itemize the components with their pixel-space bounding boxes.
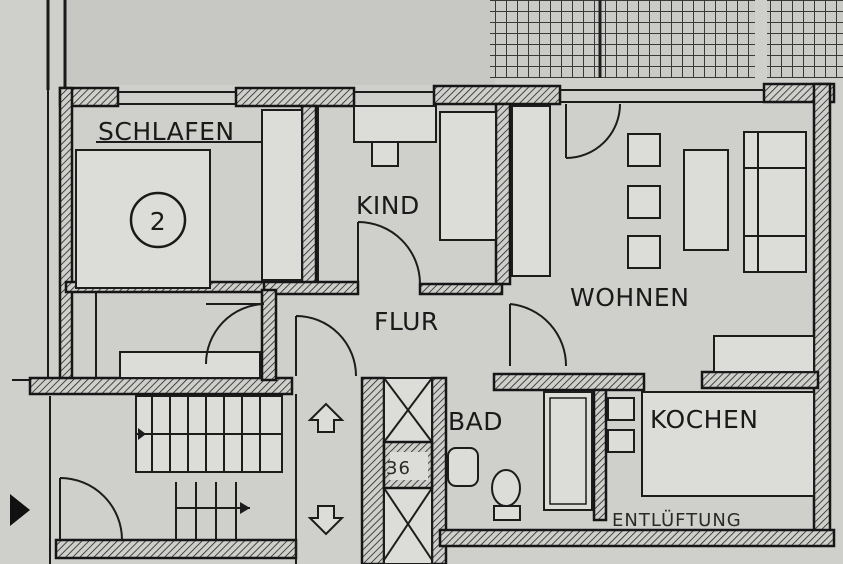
room-label-wohnen: WOHNEN bbox=[570, 283, 689, 312]
door-flur-left bbox=[295, 315, 357, 377]
tv-cabinet bbox=[713, 335, 815, 373]
door-schlafen bbox=[205, 303, 265, 365]
shaft-label: 36 bbox=[386, 458, 411, 479]
desk bbox=[353, 105, 437, 143]
toilet bbox=[491, 469, 521, 507]
door-kind bbox=[357, 221, 421, 285]
washbasin bbox=[447, 447, 479, 487]
chair bbox=[627, 185, 661, 219]
counter bbox=[641, 391, 815, 497]
unit-number: 2 bbox=[150, 207, 166, 236]
side-cabinet bbox=[511, 105, 551, 277]
bed bbox=[75, 149, 211, 289]
kid-bed bbox=[439, 111, 497, 241]
arrow-down-icon bbox=[307, 505, 345, 536]
door-wohnen-entry bbox=[565, 103, 621, 159]
fridge bbox=[607, 397, 635, 421]
play-icon bbox=[10, 494, 30, 526]
unit-number-circle bbox=[129, 191, 187, 249]
bathtub bbox=[543, 391, 593, 511]
stove bbox=[607, 429, 635, 453]
room-label-bad: BAD bbox=[448, 407, 503, 436]
door-wohnen bbox=[509, 303, 568, 367]
chair bbox=[627, 235, 661, 269]
room-label-flur: FLUR bbox=[374, 307, 439, 336]
door-stairwell bbox=[59, 477, 123, 541]
sofa bbox=[743, 131, 807, 273]
wardrobe bbox=[261, 109, 303, 281]
chair bbox=[627, 133, 661, 167]
arrow-up-icon bbox=[307, 402, 345, 433]
balcony-grid bbox=[490, 0, 843, 78]
ventilation-label: ENTLÜFTUNG bbox=[612, 509, 742, 531]
room-label-kind: KIND bbox=[356, 191, 420, 220]
room-label-kochen: KOCHEN bbox=[650, 405, 758, 434]
dining-table bbox=[683, 149, 729, 251]
